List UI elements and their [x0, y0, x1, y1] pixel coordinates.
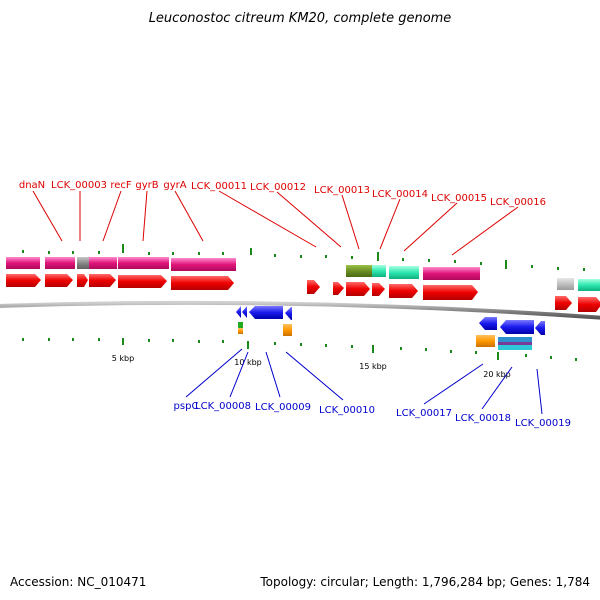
cds-arrow-forward — [89, 274, 116, 287]
feature-bar — [346, 265, 372, 277]
genome-summary: Topology: circular; Length: 1,796,284 bp… — [259, 575, 590, 589]
cds-arrow-reverse — [249, 306, 283, 319]
gene-label-LCK_00010: LCK_00010 — [319, 405, 375, 416]
feature-bar — [89, 257, 117, 269]
forward-cds-arrows — [6, 274, 600, 312]
feature-bar — [557, 278, 574, 290]
gene-label-LCK_00014: LCK_00014 — [372, 189, 428, 200]
genome-title: Leuconostoc citreum KM20, complete genom… — [149, 11, 452, 26]
cds-arrow-reverse — [236, 306, 241, 318]
genome-backbone — [0, 300, 600, 320]
feature-bar — [423, 267, 480, 280]
cds-arrow-forward — [171, 276, 234, 290]
feature-bar — [498, 342, 532, 345]
cds-arrow-forward — [346, 282, 370, 296]
cds-arrow-reverse — [535, 321, 545, 335]
feature-bar — [6, 257, 40, 269]
cds-arrow-forward — [6, 274, 41, 287]
scale-label-15kbp: 15 kbp — [359, 362, 387, 371]
cds-arrow-reverse — [500, 320, 534, 334]
gene-label-LCK_00009: LCK_00009 — [255, 402, 311, 413]
feature-bar — [578, 279, 600, 291]
cds-arrow-forward — [578, 297, 600, 312]
forward-gene-labels: dnaN LCK_00003 recF gyrB gyrA LCK_00011 … — [19, 180, 546, 256]
feature-bar — [77, 257, 89, 269]
cds-arrow-forward — [389, 284, 418, 298]
gene-label-LCK_00019: LCK_00019 — [515, 418, 571, 429]
feature-bar — [283, 324, 292, 336]
feature-bar — [372, 265, 386, 277]
feature-bar — [45, 257, 75, 269]
gene-label-dnaN: dnaN — [19, 180, 45, 191]
cds-arrow-reverse — [479, 317, 497, 330]
cds-arrow-forward — [333, 282, 344, 295]
cds-arrow-forward — [372, 283, 385, 296]
feature-bar — [476, 335, 495, 347]
gene-label-LCK_00017: LCK_00017 — [396, 408, 452, 419]
feature-bar — [238, 322, 243, 328]
scale-label-5kbp: 5 kbp — [112, 354, 134, 363]
gene-label-LCK_00015: LCK_00015 — [431, 193, 487, 204]
scale-label-10kbp: 10 kbp — [234, 358, 262, 367]
gene-label-LCK_00012: LCK_00012 — [250, 182, 306, 193]
accession-label: Accession: NC_010471 — [10, 575, 146, 589]
cds-arrow-forward — [555, 296, 572, 310]
gene-label-LCK_00003: LCK_00003 — [51, 180, 107, 191]
cds-arrow-forward — [77, 274, 88, 287]
cds-arrow-forward — [45, 274, 73, 287]
feature-bar — [171, 258, 236, 271]
feature-bar — [498, 337, 532, 342]
gene-label-LCK_00018: LCK_00018 — [455, 413, 511, 424]
gene-label-recF: recF — [110, 180, 132, 191]
feature-bar — [118, 257, 169, 269]
inner-tick-row — [22, 338, 577, 361]
feature-bar — [498, 345, 532, 350]
gene-label-LCK_00008: LCK_00008 — [195, 401, 251, 412]
cds-arrow-forward — [118, 275, 167, 288]
reverse-cds-arrows — [236, 306, 545, 335]
gene-label-LCK_00013: LCK_00013 — [314, 185, 370, 196]
reverse-feature-bars — [238, 322, 532, 350]
outer-tick-row — [22, 244, 585, 271]
gene-label-LCK_00016: LCK_00016 — [490, 197, 546, 208]
scale-label-20kbp: 20 kbp — [483, 370, 511, 379]
feature-bar — [389, 266, 419, 279]
cds-arrow-reverse — [242, 306, 247, 318]
feature-bar — [238, 328, 243, 334]
gene-label-LCK_00011: LCK_00011 — [191, 181, 247, 192]
gene-label-gyrA: gyrA — [163, 180, 186, 191]
forward-feature-bars — [6, 257, 600, 291]
gene-label-gyrB: gyrB — [135, 180, 158, 191]
reverse-gene-labels: pspC LCK_00008 LCK_00009 LCK_00010 LCK_0… — [174, 348, 571, 429]
cds-arrow-forward — [307, 280, 320, 294]
cds-arrow-reverse — [285, 307, 292, 320]
gene-label-pspC: pspC — [174, 401, 199, 412]
cds-arrow-forward — [423, 285, 478, 300]
